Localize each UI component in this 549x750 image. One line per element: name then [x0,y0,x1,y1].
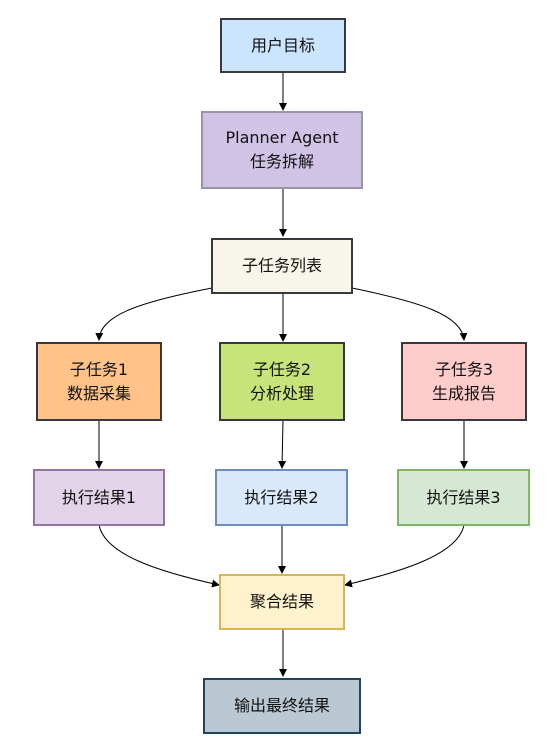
node-planner-agent-title: Planner Agent [225,128,339,147]
node-subtask-3-title: 子任务3 [434,359,494,379]
node-result-2-label: 执行结果2 [244,487,319,507]
node-result-1-label: 执行结果1 [61,487,137,507]
node-planner-agent-subtitle: 任务拆解 [249,152,314,171]
edge-result3-to-aggregate [344,524,465,588]
node-subtask-1-desc: 数据采集 [66,383,131,403]
node-subtask-list: 子任务列表 [211,238,353,294]
node-result-2: 执行结果2 [215,469,348,526]
node-subtask-2-desc: 分析处理 [249,383,314,403]
node-subtask-list-label: 子任务列表 [241,256,322,275]
node-subtask-3-desc: 生成报告 [431,383,496,403]
node-subtask-1-title: 子任务1 [69,359,129,379]
node-final-output: 输出最终结果 [203,678,361,734]
edge-list-to-task3 [351,287,468,341]
node-aggregate-result: 聚合结果 [219,574,345,630]
node-subtask-3: 子任务3 生成报告 [401,342,527,421]
edge-list-to-task1 [95,287,213,341]
node-final-output-label: 输出最终结果 [233,696,330,715]
edge-task2-to-result2 [278,419,287,469]
node-result-3: 执行结果3 [397,469,530,526]
node-user-goal: 用户目标 [220,18,346,73]
node-subtask-1: 子任务1 数据采集 [36,342,162,421]
edge-result1-to-aggregate [98,524,220,588]
node-user-goal-label: 用户目标 [250,35,315,55]
node-result-3-label: 执行结果3 [426,487,501,507]
node-subtask-2: 子任务2 分析处理 [219,342,345,421]
node-result-1: 执行结果1 [33,469,165,526]
node-planner-agent: Planner Agent 任务拆解 [201,111,363,189]
node-subtask-2-title: 子任务2 [252,359,312,379]
node-aggregate-result-label: 聚合结果 [249,592,314,611]
